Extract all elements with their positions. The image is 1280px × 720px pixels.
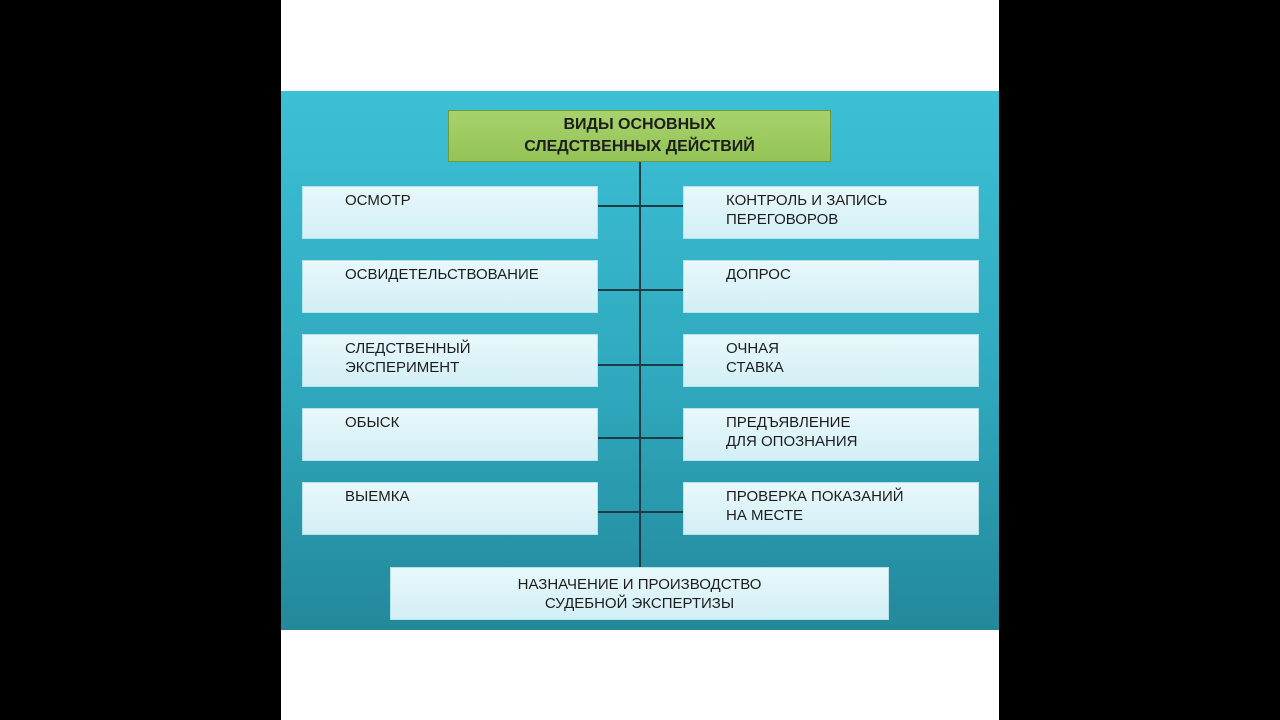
branch-line-1 (597, 205, 683, 207)
diagram-title-line-1: ВИДЫ ОСНОВНЫХ (563, 116, 716, 133)
branch-line-2 (597, 289, 683, 291)
branch-line-5 (597, 511, 683, 513)
left-item-2: ОСВИДЕТЕЛЬСТВОВАНИЕ (302, 260, 598, 313)
diagram-title: ВИДЫ ОСНОВНЫХ СЛЕДСТВЕННЫХ ДЕЙСТВИЙ (448, 110, 831, 162)
diagram-panel: ВИДЫ ОСНОВНЫХ СЛЕДСТВЕННЫХ ДЕЙСТВИЙ ОСМО… (281, 91, 999, 630)
branch-line-4 (597, 437, 683, 439)
right-item-1-label: КОНТРОЛЬ И ЗАПИСЬ ПЕРЕГОВОРОВ (726, 192, 888, 228)
left-item-1: ОСМОТР (302, 186, 598, 239)
left-item-3: СЛЕДСТВЕННЫЙ ЭКСПЕРИМЕНТ (302, 334, 598, 387)
left-item-4-label: ОБЫСК (345, 414, 400, 431)
left-item-2-label: ОСВИДЕТЕЛЬСТВОВАНИЕ (345, 266, 539, 283)
right-item-3: ОЧНАЯ СТАВКА (683, 334, 979, 387)
right-item-2: ДОПРОС (683, 260, 979, 313)
right-item-4: ПРЕДЪЯВЛЕНИЕ ДЛЯ ОПОЗНАНИЯ (683, 408, 979, 461)
branch-line-3 (597, 364, 683, 366)
right-item-4-label: ПРЕДЪЯВЛЕНИЕ ДЛЯ ОПОЗНАНИЯ (726, 414, 858, 450)
slide: ВИДЫ ОСНОВНЫХ СЛЕДСТВЕННЫХ ДЕЙСТВИЙ ОСМО… (281, 0, 999, 720)
bottom-item-label: НАЗНАЧЕНИЕ И ПРОИЗВОДСТВО СУДЕБНОЙ ЭКСПЕ… (517, 575, 762, 612)
diagram-title-line-2: СЛЕДСТВЕННЫХ ДЕЙСТВИЙ (524, 138, 755, 155)
right-item-2-label: ДОПРОС (726, 266, 791, 283)
right-item-5: ПРОВЕРКА ПОКАЗАНИЙ НА МЕСТЕ (683, 482, 979, 535)
left-item-3-label: СЛЕДСТВЕННЫЙ ЭКСПЕРИМЕНТ (345, 340, 471, 376)
bottom-item: НАЗНАЧЕНИЕ И ПРОИЗВОДСТВО СУДЕБНОЙ ЭКСПЕ… (390, 567, 889, 620)
left-item-5: ВЫЕМКА (302, 482, 598, 535)
right-item-3-label: ОЧНАЯ СТАВКА (726, 340, 784, 376)
left-item-5-label: ВЫЕМКА (345, 488, 410, 505)
left-item-4: ОБЫСК (302, 408, 598, 461)
right-item-1: КОНТРОЛЬ И ЗАПИСЬ ПЕРЕГОВОРОВ (683, 186, 979, 239)
left-item-1-label: ОСМОТР (345, 192, 411, 209)
right-item-5-label: ПРОВЕРКА ПОКАЗАНИЙ НА МЕСТЕ (726, 488, 904, 524)
